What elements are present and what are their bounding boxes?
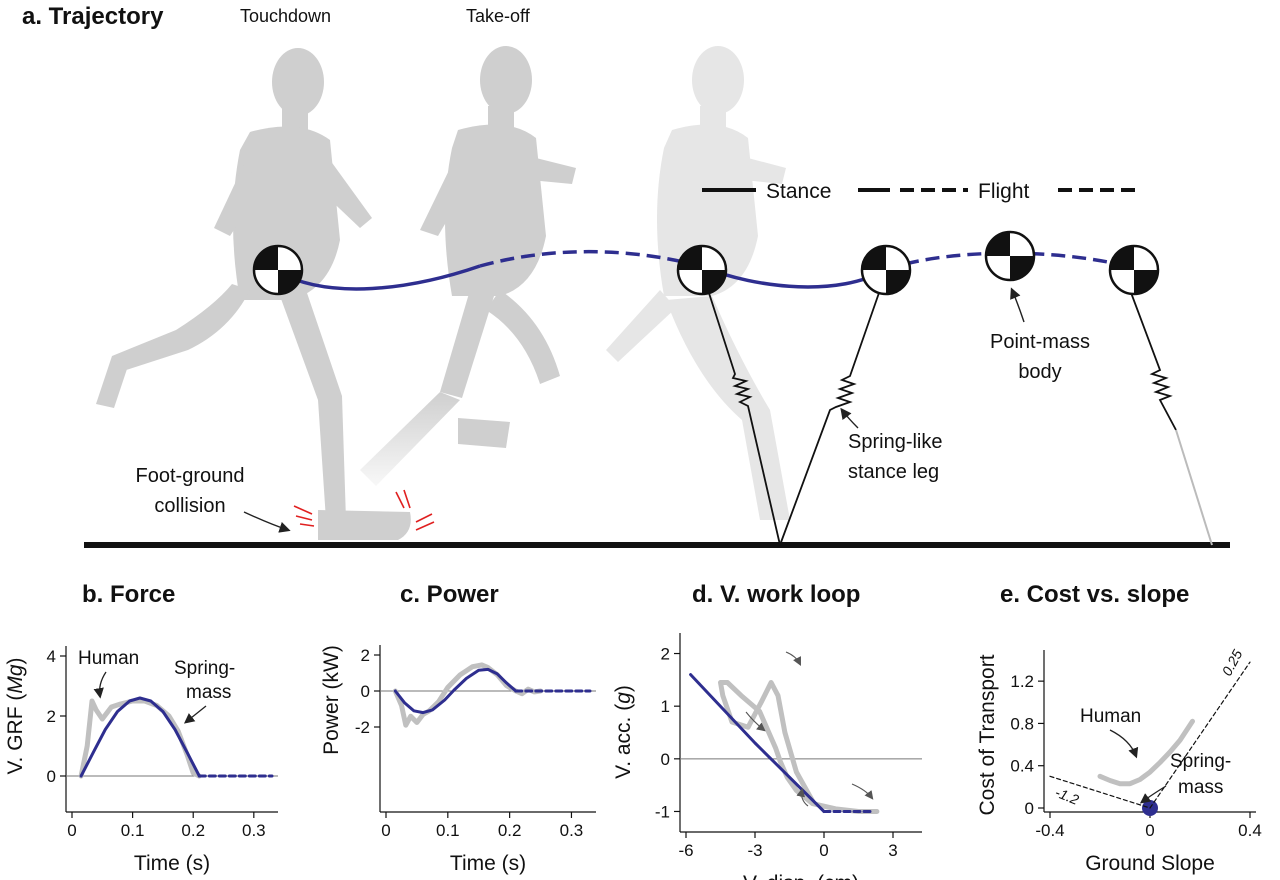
- x-tick-label: 0.2: [498, 821, 522, 840]
- y-tick-label: -2: [355, 718, 370, 737]
- x-tick-label: -6: [678, 841, 693, 860]
- com-marker-5: [1108, 244, 1160, 296]
- y-tick-label: 0: [361, 682, 370, 701]
- chart-title: b. Force: [82, 581, 175, 608]
- panel-a-title: a. Trajectory: [22, 3, 164, 30]
- stance-legend-label: Stance: [766, 180, 831, 203]
- x-axis-label: Ground Slope: [1085, 852, 1215, 875]
- y-axis-label: Cost of Transport: [976, 654, 999, 815]
- x-tick-label: 0.4: [1238, 821, 1262, 840]
- chart-work-loop: d. V. work loop -6 -3 0 3 -1 0 1 2 V. disp. (cm) V…: [612, 581, 922, 880]
- annotation-spring-line1: Spring-: [174, 658, 235, 679]
- com-marker-4: [984, 230, 1036, 282]
- y-tick-label: 2: [47, 707, 56, 726]
- series-spring-mass: [79, 696, 201, 778]
- y-axis-label: V. acc. (g): [612, 685, 635, 779]
- x-tick-label: 0.2: [181, 821, 205, 840]
- x-tick-label: 0: [381, 821, 390, 840]
- loop-direction-arrow: [785, 651, 801, 666]
- x-axis-label: V. disp. (cm): [743, 872, 859, 880]
- series-human: [718, 680, 880, 814]
- series-human: [1097, 718, 1195, 787]
- loop-direction-arrow: [745, 711, 766, 732]
- x-tick-label: -0.4: [1035, 821, 1064, 840]
- y-tick-label: 0: [661, 750, 670, 769]
- series-human: [78, 698, 202, 779]
- foot-collision-arrow: [243, 511, 291, 533]
- arrow-spring: [183, 705, 207, 724]
- com-marker-1: [252, 244, 304, 296]
- x-axis-label: Time (s): [450, 852, 526, 875]
- loop-direction-arrow: [796, 787, 809, 807]
- foot-collision-label-line1: Foot-ground: [136, 465, 245, 487]
- annotation-spring-line2: mass: [186, 682, 231, 703]
- chart-title: c. Power: [400, 581, 499, 608]
- slope-label-negative: -1.2: [1053, 784, 1082, 808]
- x-tick-label: 0.1: [436, 821, 460, 840]
- series-line: [1149, 661, 1251, 809]
- annotation-spring-line2: mass: [1178, 777, 1223, 798]
- runner-silhouette-faded: [606, 46, 790, 520]
- series-spring-mass: [689, 673, 826, 813]
- stance-leg-3: [1129, 289, 1213, 546]
- arrow-human: [93, 671, 107, 699]
- y-tick-label: 0.8: [1010, 714, 1034, 733]
- point-mass-arrow: [1010, 287, 1025, 323]
- foot-collision-label-line2: collision: [154, 495, 225, 517]
- runner-silhouette-takeoff: [360, 46, 576, 486]
- y-tick-label: 1.2: [1010, 672, 1034, 691]
- chart-title: d. V. work loop: [692, 581, 860, 608]
- x-tick-label: 0: [1145, 821, 1154, 840]
- x-tick-label: 0: [67, 821, 76, 840]
- spring-arrow: [840, 407, 859, 429]
- y-tick-label: 0.4: [1010, 757, 1034, 776]
- point-mass-label-line2: body: [1018, 361, 1061, 383]
- loop-direction-arrow: [851, 783, 874, 800]
- x-tick-label: 0.1: [121, 821, 145, 840]
- panel-a: a. Trajectory Touchdown Take-off: [22, 3, 1230, 548]
- impact-marks: [293, 489, 435, 531]
- y-tick-label: 0: [1025, 799, 1034, 818]
- y-axis-label: V. GRF (Mg): [4, 657, 27, 774]
- series-human: [392, 662, 543, 728]
- trajectory-flight-1: [479, 249, 701, 268]
- flight-legend-label: Flight: [978, 180, 1030, 203]
- x-tick-label: -3: [747, 841, 762, 860]
- arrow-human: [1109, 729, 1139, 759]
- y-tick-label: 4: [47, 647, 56, 666]
- y-tick-label: 0: [47, 767, 56, 786]
- x-tick-label: 3: [888, 841, 897, 860]
- spring-label-line1: Spring-like: [848, 431, 942, 453]
- x-axis-label: Time (s): [134, 852, 210, 875]
- y-axis-label: Power (kW): [320, 645, 343, 755]
- stance-leg-2: [779, 289, 881, 546]
- stance-leg-1: [707, 289, 781, 546]
- x-tick-label: 0: [819, 841, 828, 860]
- series-line: [1049, 775, 1151, 809]
- stance-flight-legend: Stance Flight: [702, 180, 1140, 203]
- x-tick-label: 0.3: [560, 821, 584, 840]
- y-tick-label: 2: [361, 646, 370, 665]
- y-tick-label: -1: [655, 802, 670, 821]
- y-tick-label: 2: [661, 645, 670, 664]
- annotation-human: Human: [78, 648, 139, 669]
- x-tick-label: 0.3: [242, 821, 266, 840]
- annotation-spring-line1: Spring-: [1170, 751, 1231, 772]
- takeoff-label: Take-off: [466, 6, 531, 26]
- com-marker-2: [676, 244, 728, 296]
- spring-label-line2: stance leg: [848, 461, 939, 483]
- annotation-human: Human: [1080, 706, 1141, 727]
- point-mass-label-line1: Point-mass: [990, 331, 1090, 353]
- y-tick-label: 1: [661, 697, 670, 716]
- touchdown-label: Touchdown: [240, 6, 331, 26]
- series-spring-mass: [393, 667, 518, 715]
- com-marker-3: [860, 244, 912, 296]
- arrow-spring: [1139, 785, 1167, 804]
- chart-title: e. Cost vs. slope: [1000, 581, 1189, 608]
